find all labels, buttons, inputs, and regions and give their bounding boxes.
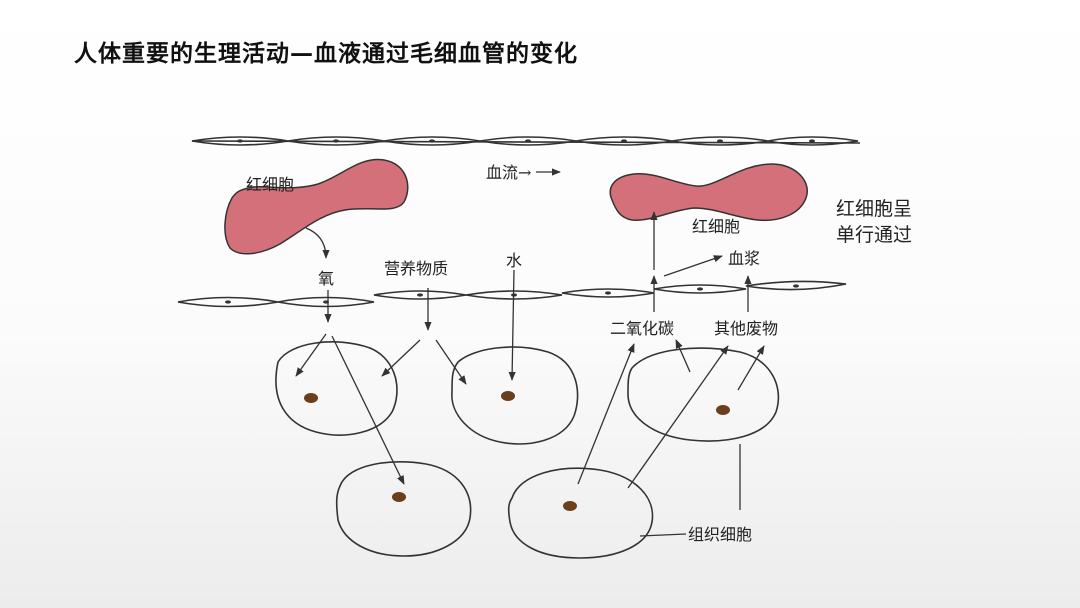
nutrients-to-cell2-arrow <box>435 339 467 385</box>
label-plasma: 血浆 <box>728 249 760 268</box>
tissue-label-pointers <box>639 444 741 537</box>
water-down-arrow <box>508 269 516 381</box>
tissue-cell-3 <box>627 347 780 442</box>
capillary-wall-bottom-nuclei <box>225 284 799 304</box>
label-tissue-cells: 组织细胞 <box>688 525 752 544</box>
side-note-line2: 单行通过 <box>836 224 913 246</box>
cell-nuclei <box>304 391 730 511</box>
label-rbc-right: 红细胞 <box>692 217 740 236</box>
diffusion-arrows <box>295 168 765 489</box>
side-note-line1: 红细胞呈 <box>836 198 913 220</box>
label-other-waste: 其他废物 <box>714 319 778 338</box>
tissue-cell-5 <box>507 467 654 559</box>
oxygen-release-arrow <box>305 227 330 259</box>
label-water: 水 <box>506 251 522 270</box>
label-oxygen: 氧 <box>318 269 334 288</box>
label-nutrients: 营养物质 <box>384 259 448 278</box>
label-blood-flow: 血流→ <box>486 163 531 182</box>
cell3-to-waste-arrow <box>737 345 765 391</box>
page-title: 人体重要的生理活动—血液通过毛细血管的变化 <box>74 41 578 67</box>
tissue-cell-4 <box>335 461 472 557</box>
label-co2: 二氧化碳 <box>610 319 674 338</box>
cell3-to-co2-arrow <box>675 339 691 373</box>
capillary-wall-bottom <box>177 280 847 308</box>
red-blood-cell-right <box>609 163 808 222</box>
oxygen-to-cell1-arrow <box>295 333 327 377</box>
cell5-to-co2-arrow <box>577 343 635 485</box>
red-blood-cell-left <box>224 158 409 255</box>
side-note: 红细胞呈 单行通过 <box>836 196 912 248</box>
tissue-cells <box>275 341 780 559</box>
plasma-arrow <box>663 255 723 277</box>
tissue-cell-2 <box>451 346 579 445</box>
oxygen-to-cell4-arrow <box>331 335 405 485</box>
nutrients-to-cell1-arrow <box>381 339 421 377</box>
label-rbc-left: 红细胞 <box>246 175 294 194</box>
capillary-wall-top-nuclei <box>237 139 815 143</box>
tissue-cell-1 <box>275 341 398 436</box>
cell5-to-waste-arrow <box>627 345 729 489</box>
